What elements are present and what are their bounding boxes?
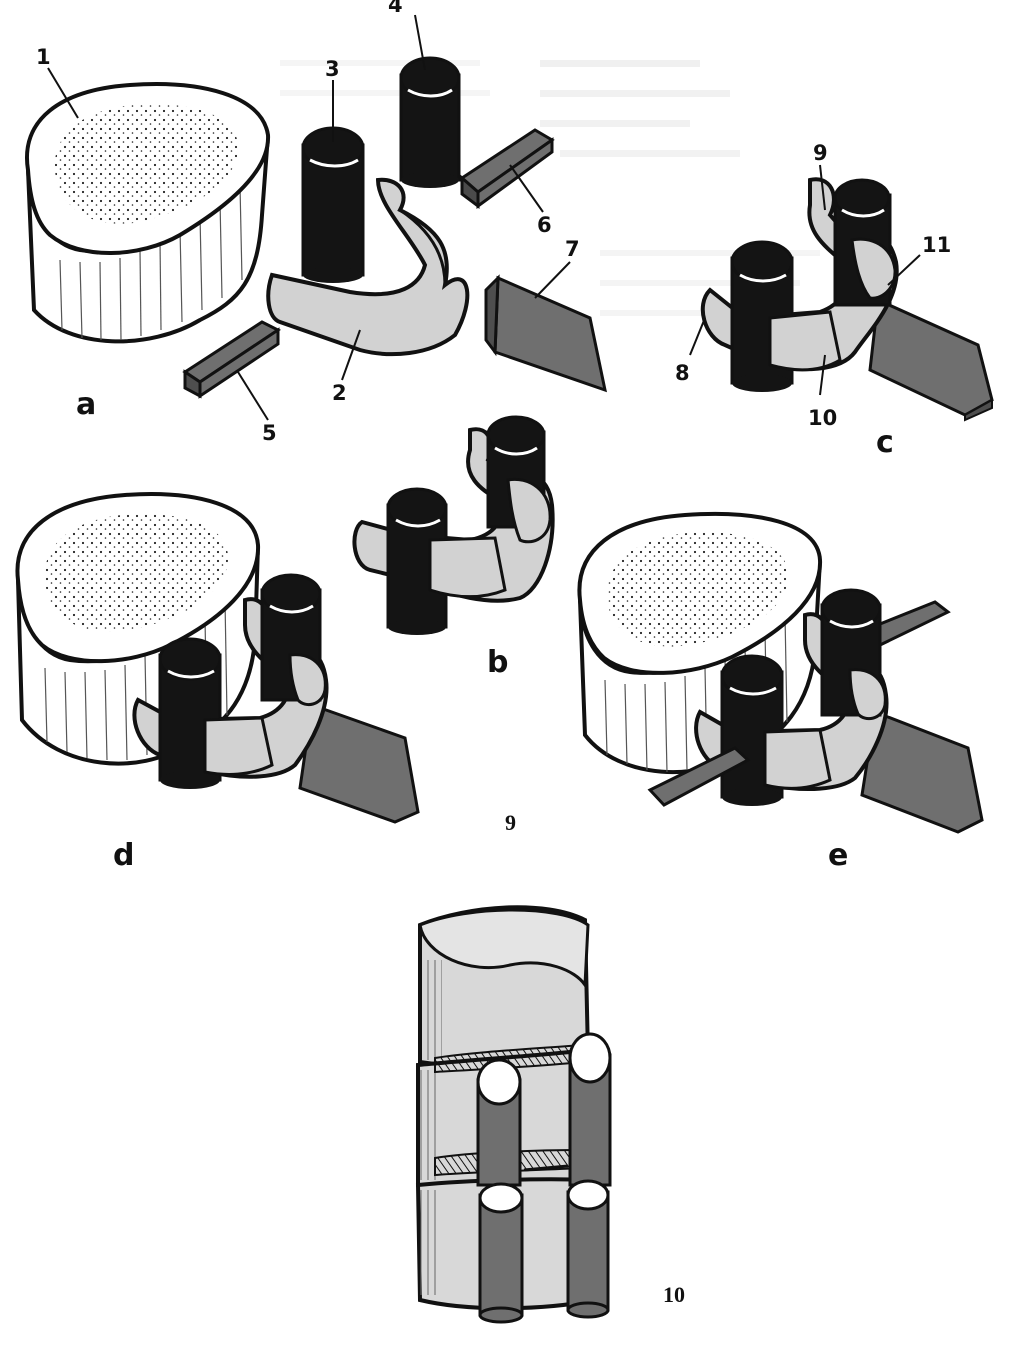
- pillar-right: [566, 1032, 612, 1319]
- panel-label-b: b: [487, 645, 508, 680]
- label-11: 11: [922, 233, 951, 257]
- panel-label-e: e: [828, 838, 848, 873]
- label-9: 9: [813, 141, 828, 165]
- label-1: 1: [36, 45, 51, 69]
- process-5: [182, 320, 281, 399]
- panel-b: b: [352, 415, 555, 680]
- facet-d-inferior: [158, 637, 222, 789]
- label-2: 2: [332, 381, 347, 405]
- label-5: 5: [262, 421, 277, 445]
- label-3: 3: [325, 57, 340, 81]
- panel-a: 1 3 4 6 7 5 2 a: [25, 0, 608, 445]
- figure-number-10: 10: [663, 1282, 685, 1307]
- facet-b-inferior: [386, 487, 448, 635]
- process-c-transverse: [868, 297, 994, 422]
- pillar-left: [476, 1058, 524, 1324]
- label-6: 6: [537, 213, 552, 237]
- panel-c: 9 11 8 10 c: [675, 141, 994, 460]
- label-8: 8: [675, 361, 690, 385]
- neural-arch-2: [266, 177, 470, 357]
- process-7: [484, 274, 608, 393]
- figure-10-column: [415, 905, 612, 1324]
- figure-number-9: 9: [505, 810, 516, 835]
- label-4: 4: [388, 0, 403, 17]
- process-6: [459, 128, 555, 209]
- facet-4: [399, 56, 461, 188]
- panel-label-a: a: [76, 387, 96, 422]
- label-10: 10: [808, 406, 837, 430]
- facet-3: [301, 126, 365, 283]
- panel-label-d: d: [113, 838, 134, 873]
- endplate-stipple: [54, 104, 239, 224]
- label-7: 7: [565, 237, 580, 261]
- panel-label-c: c: [876, 425, 894, 460]
- panel-e: e: [577, 511, 984, 873]
- panel-d: d: [15, 492, 420, 873]
